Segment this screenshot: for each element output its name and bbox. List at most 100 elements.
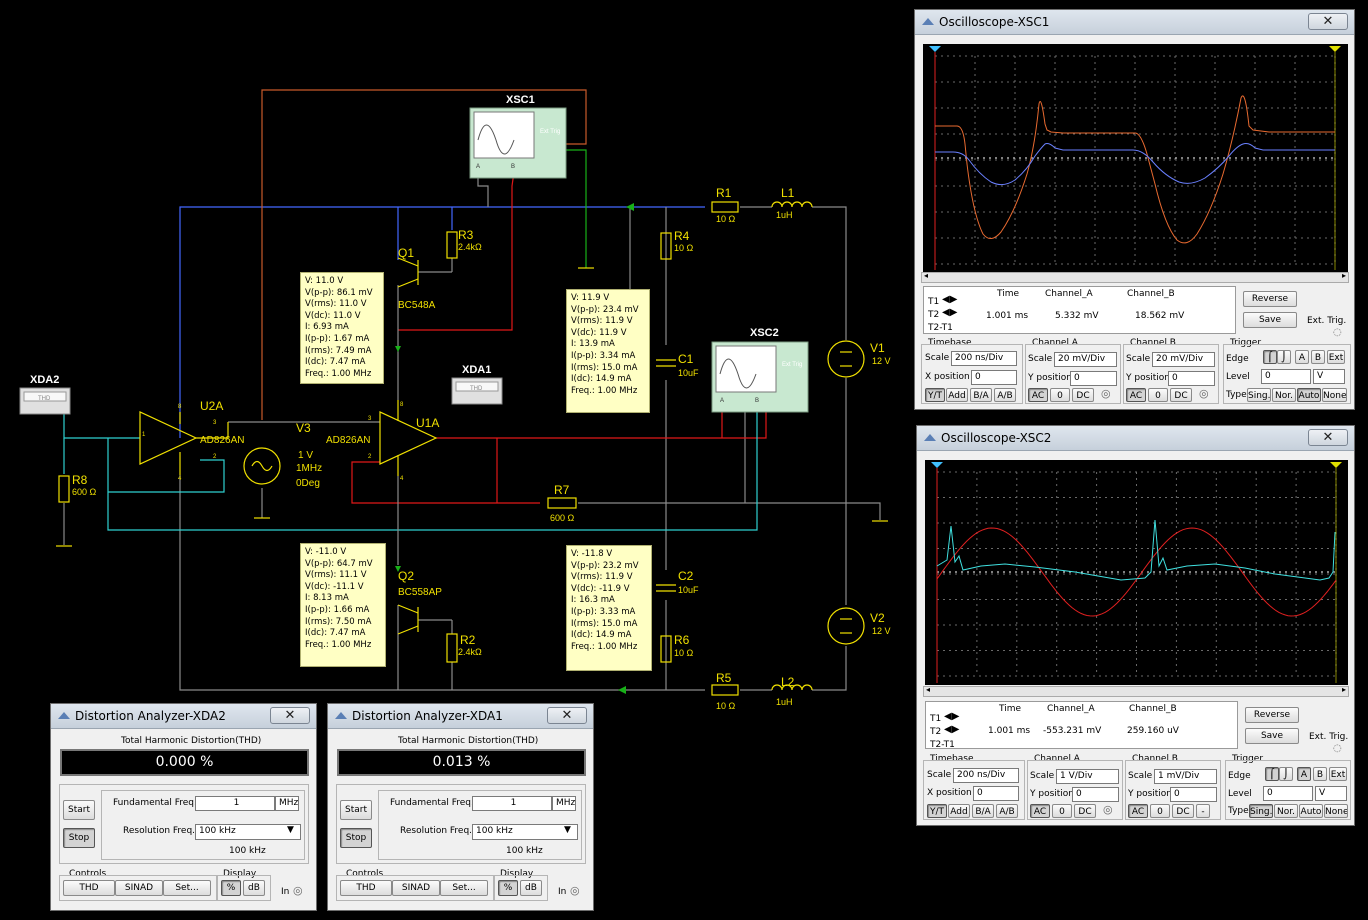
db-button[interactable]: dB (520, 880, 542, 896)
distortion-analyzer-xda2-titlebar[interactable]: Distortion Analyzer-XDA2 ✕ (51, 704, 316, 729)
trigger-auto-button[interactable]: Auto (1297, 388, 1321, 402)
scroll-left-arrow[interactable]: ◂ (926, 685, 931, 694)
channel-b-minus-button[interactable]: - (1196, 804, 1210, 818)
wire-gray-r5-q2[interactable] (179, 475, 705, 691)
scroll-right-arrow[interactable]: ▸ (1341, 271, 1346, 280)
timebase-scale-field[interactable]: 200 ns/Div (953, 768, 1019, 783)
trigger-auto-button[interactable]: Auto (1299, 804, 1323, 818)
wire-gray-ground-node[interactable] (578, 502, 881, 520)
stop-button[interactable]: Stop (340, 828, 372, 848)
wire-gray-xsc1-a[interactable] (477, 172, 489, 207)
channel-b-dc-button[interactable]: DC (1170, 388, 1192, 402)
trigger-ext-button[interactable]: Ext (1327, 350, 1345, 364)
set-button[interactable]: Set... (440, 880, 488, 896)
ext-trig-terminal-icon[interactable]: ◌ (1333, 327, 1342, 338)
db-button[interactable]: dB (243, 880, 265, 896)
fundamental-freq-unit[interactable]: MHz (275, 796, 299, 811)
wire-orange-feedback[interactable] (261, 89, 587, 420)
trigger-level-field[interactable]: 0 (1263, 786, 1313, 801)
v1-dc-source-symbol[interactable] (827, 340, 865, 378)
start-button[interactable]: Start (63, 800, 95, 820)
rising-edge-button[interactable]: ⌠ (1265, 767, 1279, 781)
channel-a-terminal-icon[interactable]: ◎ (1101, 387, 1111, 400)
distortion-analyzer-xda1-window[interactable]: Distortion Analyzer-XDA1 ✕ Total Harmoni… (327, 703, 594, 911)
timebase-xpos-field[interactable]: 0 (973, 786, 1019, 801)
trigger-a-button[interactable]: A (1297, 767, 1311, 781)
ab-mode-button[interactable]: A/B (996, 804, 1018, 818)
trigger-level-unit[interactable]: V (1313, 369, 1345, 384)
l2-inductor[interactable] (771, 684, 813, 691)
u2a-opamp-symbol[interactable] (139, 411, 198, 465)
t1-arrows-icon[interactable]: ◀▶ (942, 294, 958, 305)
channel-b-ac-button[interactable]: AC (1128, 804, 1148, 818)
channel-b-zero-button[interactable]: 0 (1150, 804, 1170, 818)
trigger-single-button[interactable]: Sing. (1249, 804, 1273, 818)
percent-button[interactable]: % (221, 880, 241, 896)
input-terminal-icon[interactable]: ◎ (293, 884, 303, 897)
wire-gray-l1-v1[interactable] (812, 206, 847, 340)
channel-b-scale-field[interactable]: 20 mV/Div (1152, 352, 1215, 367)
t2-cursor-handle[interactable] (1329, 46, 1341, 52)
t2-cursor-handle[interactable] (1330, 462, 1342, 468)
sinad-button[interactable]: SINAD (115, 880, 163, 896)
wire-positive-rail[interactable] (179, 206, 705, 438)
fundamental-freq-field[interactable]: 1 (195, 796, 275, 811)
r7-resistor[interactable] (547, 497, 577, 509)
oscilloscope-xsc2-titlebar[interactable]: Oscilloscope-XSC2 ✕ (917, 426, 1354, 451)
thd-button[interactable]: THD (340, 880, 392, 896)
close-button[interactable]: ✕ (270, 707, 310, 724)
percent-button[interactable]: % (498, 880, 518, 896)
set-button[interactable]: Set... (163, 880, 211, 896)
stop-button[interactable]: Stop (63, 828, 95, 848)
falling-edge-button[interactable]: ⌡ (1279, 767, 1293, 781)
ba-mode-button[interactable]: B/A (972, 804, 994, 818)
trigger-ext-button[interactable]: Ext (1329, 767, 1347, 781)
channel-a-scale-field[interactable]: 20 mV/Div (1054, 352, 1117, 367)
channel-a-ac-button[interactable]: AC (1028, 388, 1048, 402)
trigger-single-button[interactable]: Sing. (1247, 388, 1271, 402)
wire-cyan-xda2[interactable] (63, 414, 140, 439)
close-button[interactable]: ✕ (547, 707, 587, 724)
add-mode-button[interactable]: Add (948, 804, 970, 818)
wire-red-output[interactable] (435, 410, 767, 439)
resolution-freq-select[interactable]: 100 kHz (195, 824, 301, 840)
ext-trig-terminal-icon[interactable]: ◌ (1333, 743, 1342, 754)
oscilloscope-xsc1-window[interactable]: Oscilloscope-XSC1 ✕ ◂ ▸ Time Channel_A C… (914, 9, 1355, 410)
wire-cyan-feedback[interactable] (107, 410, 758, 531)
oscilloscope-screen[interactable] (923, 44, 1348, 272)
close-button[interactable]: ✕ (1308, 13, 1348, 30)
l1-inductor[interactable] (771, 201, 813, 208)
channel-a-dc-button[interactable]: DC (1074, 804, 1096, 818)
save-button[interactable]: Save (1243, 312, 1297, 328)
circuit-schematic[interactable]: XSC1 XSC2 XDA1 XDA2 Ext Trig Ext Trig TH… (0, 0, 910, 920)
channel-b-ypos-field[interactable]: 0 (1168, 371, 1215, 386)
r2-resistor[interactable] (446, 633, 458, 663)
yt-mode-button[interactable]: Y/T (925, 388, 945, 402)
scroll-left-arrow[interactable]: ◂ (924, 271, 929, 280)
horizontal-scrollbar[interactable]: ◂ ▸ (921, 271, 1349, 283)
channel-b-ypos-field[interactable]: 0 (1170, 787, 1217, 802)
wire-green-xsc1-ground[interactable] (562, 149, 587, 268)
channel-b-scale-field[interactable]: 1 mV/Div (1154, 769, 1217, 784)
trigger-none-button[interactable]: None (1322, 388, 1347, 402)
trigger-level-unit[interactable]: V (1315, 786, 1347, 801)
channel-a-zero-button[interactable]: 0 (1050, 388, 1070, 402)
channel-b-zero-button[interactable]: 0 (1148, 388, 1168, 402)
save-button[interactable]: Save (1245, 728, 1299, 744)
channel-a-scale-field[interactable]: 1 V/Div (1056, 769, 1119, 784)
r5-resistor[interactable] (711, 684, 739, 696)
channel-a-ac-button[interactable]: AC (1030, 804, 1050, 818)
trigger-normal-button[interactable]: Nor. (1272, 388, 1296, 402)
rising-edge-button[interactable]: ⌠ (1263, 350, 1277, 364)
r4-resistor[interactable] (660, 232, 672, 260)
trigger-b-button[interactable]: B (1311, 350, 1325, 364)
timebase-scale-field[interactable]: 200 ns/Div (951, 351, 1017, 366)
reverse-button[interactable]: Reverse (1245, 707, 1299, 723)
t1-cursor-handle[interactable] (929, 46, 941, 52)
channel-a-ypos-field[interactable]: 0 (1072, 787, 1119, 802)
wire-cyan-u2a-inv[interactable] (108, 459, 225, 493)
close-button[interactable]: ✕ (1308, 429, 1348, 446)
distortion-analyzer-xda1-titlebar[interactable]: Distortion Analyzer-XDA1 ✕ (328, 704, 593, 729)
r3-resistor[interactable] (446, 231, 458, 259)
start-button[interactable]: Start (340, 800, 372, 820)
